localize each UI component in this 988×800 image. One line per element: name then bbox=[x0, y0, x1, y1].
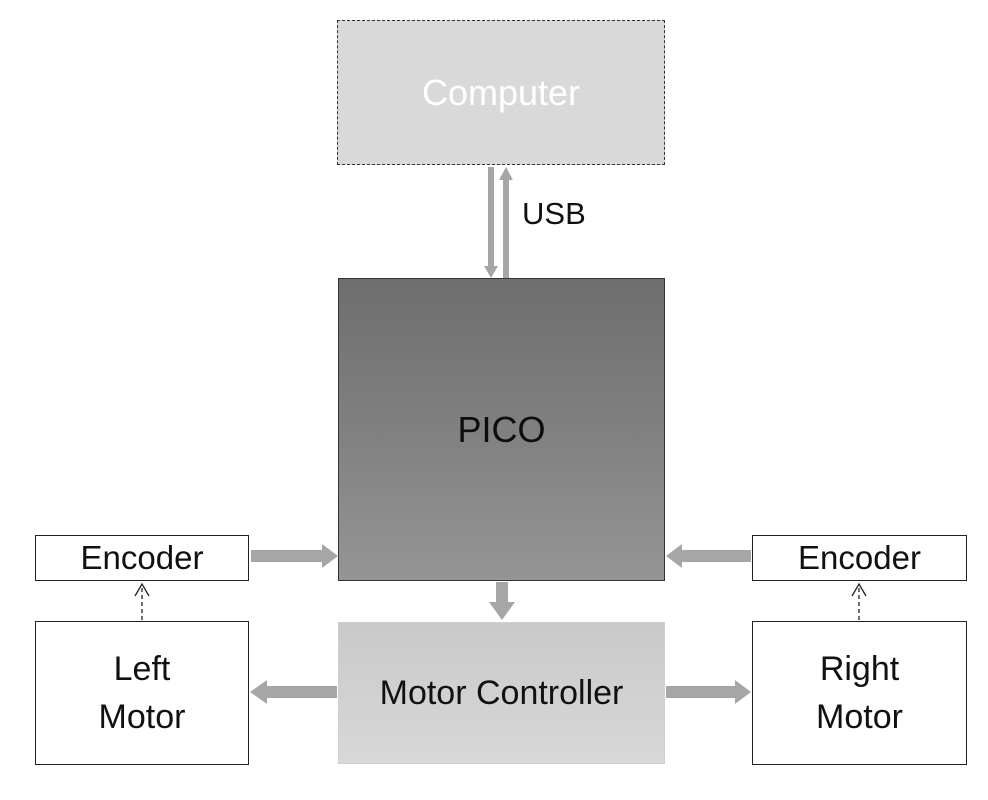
usb-down-arrow bbox=[484, 167, 498, 278]
left-motor-block: Left Motor bbox=[35, 621, 249, 765]
right-motor-label-line1: Right bbox=[819, 650, 900, 688]
pico-to-controller-arrow bbox=[489, 582, 515, 620]
left-motor-label-line1: Left bbox=[113, 650, 171, 688]
right-encoder-block: Encoder bbox=[752, 535, 967, 581]
right-motor-label-line2: Motor bbox=[816, 698, 903, 736]
left-encoder-block: Encoder bbox=[35, 535, 249, 581]
usb-label: USB bbox=[522, 196, 586, 231]
right-motor-block: Right Motor bbox=[752, 621, 967, 765]
left-motor-label-line2: Motor bbox=[98, 698, 186, 736]
right-encoder-label: Encoder bbox=[798, 539, 921, 576]
motor-controller-label: Motor Controller bbox=[379, 673, 624, 712]
computer-label: Computer bbox=[421, 71, 581, 113]
right-motor-to-encoder-dashed-arrow bbox=[851, 582, 867, 620]
pico-block: PICO bbox=[338, 278, 665, 581]
left-motor-to-encoder-dashed-arrow bbox=[134, 582, 150, 620]
usb-up-arrow bbox=[499, 167, 513, 278]
controller-to-left-motor-arrow bbox=[250, 680, 337, 704]
pico-label: PICO bbox=[457, 408, 546, 450]
left-encoder-to-pico-arrow bbox=[251, 544, 338, 568]
controller-to-right-motor-arrow bbox=[666, 680, 751, 704]
right-encoder-to-pico-arrow bbox=[666, 544, 751, 568]
computer-block: Computer bbox=[337, 20, 665, 165]
motor-controller-block: Motor Controller bbox=[338, 622, 665, 764]
left-encoder-label: Encoder bbox=[80, 539, 204, 576]
